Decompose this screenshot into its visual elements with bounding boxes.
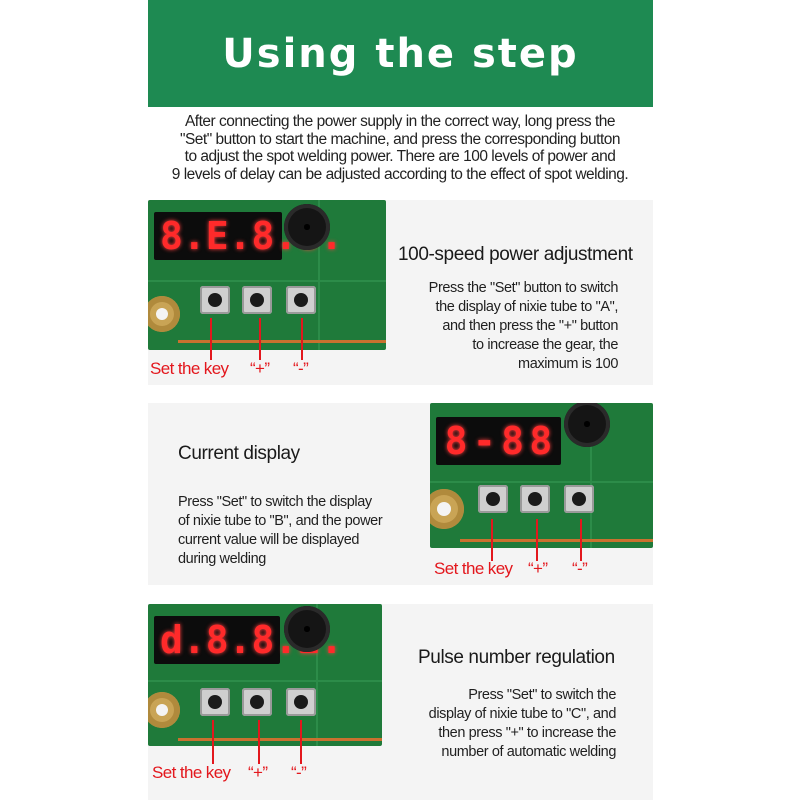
- body-line: to increase the gear, the: [472, 337, 618, 353]
- section-body: Press "Set" to switch the display of nix…: [388, 686, 617, 762]
- section-title: Pulse number regulation: [418, 647, 615, 668]
- page-title: Using the step: [222, 30, 579, 77]
- display-digit: -: [472, 419, 496, 463]
- body-line: the display of nixie tube to "A",: [435, 299, 619, 315]
- intro-line: After connecting the power supply in the…: [184, 113, 616, 130]
- solder-pad-icon: [148, 296, 180, 332]
- display-digit: 8: [529, 419, 553, 463]
- leader-line: [258, 720, 260, 764]
- minus-button-icon: [286, 286, 316, 314]
- body-line: then press "+" to increase the: [438, 725, 616, 741]
- pcb-board-image: d. 8. 8. E.: [148, 604, 382, 746]
- leader-line: [301, 318, 303, 360]
- body-line: of nixie tube to "B", and the power: [178, 513, 383, 529]
- display-digit: 8: [444, 419, 468, 463]
- leader-line: [580, 519, 582, 561]
- set-button-icon: [478, 485, 508, 513]
- set-key-label: Set the key: [434, 559, 513, 578]
- body-line: Press the "Set" button to switch: [428, 280, 619, 296]
- minus-key-label: “-”: [572, 559, 588, 578]
- leader-line: [210, 318, 212, 360]
- nixie-display: 8 - 8 8: [436, 417, 561, 465]
- plus-key-label: “+”: [528, 559, 548, 578]
- plus-key-label: “+”: [250, 359, 270, 378]
- nixie-display: d. 8. 8. E.: [154, 616, 343, 664]
- display-digit: d.: [160, 618, 206, 662]
- leader-line: [491, 519, 493, 561]
- body-line: Press "Set" to switch the display: [178, 494, 372, 510]
- section-current-display: Current display Press "Set" to switch th…: [148, 403, 653, 585]
- section-pulse-number: d. 8. 8. E. Set the key “+” “-” Pulse nu…: [148, 604, 653, 800]
- intro-line: "Set" button to start the machine, and p…: [179, 130, 621, 148]
- solder-pad-icon: [148, 692, 180, 728]
- buzzer-icon: [284, 204, 330, 250]
- body-line: current value will be displayed: [178, 532, 360, 548]
- display-digit: 8: [501, 419, 525, 463]
- display-digit: E.: [205, 214, 252, 258]
- section-title: 100-speed power adjustment: [398, 244, 633, 265]
- header-banner: Using the step: [148, 0, 653, 107]
- body-line: number of automatic welding: [441, 744, 616, 760]
- copper-wire: [178, 340, 386, 343]
- leader-line: [300, 720, 302, 764]
- display-digit: 8.: [205, 618, 252, 662]
- body-line: during welding: [178, 551, 266, 567]
- set-button-icon: [200, 286, 230, 314]
- display-digit: 8.: [160, 214, 206, 258]
- leader-line: [536, 519, 538, 561]
- plus-button-icon: [242, 286, 272, 314]
- body-line: Press "Set" to switch the: [468, 687, 616, 703]
- body-line: and then press the "+" button: [442, 318, 618, 334]
- section-body: Press the "Set" button to switch the dis…: [388, 279, 619, 374]
- section-body: Press "Set" to switch the display of nix…: [178, 493, 418, 569]
- set-key-label: Set the key: [150, 359, 229, 378]
- section-title: Current display: [178, 443, 300, 464]
- intro-line: 9 levels of delay can be adjusted accord…: [171, 165, 629, 183]
- buzzer-icon: [564, 403, 610, 447]
- buzzer-icon: [284, 606, 330, 652]
- set-key-label: Set the key: [152, 763, 231, 782]
- leader-line: [259, 318, 261, 360]
- minus-key-label: “-”: [291, 763, 307, 782]
- set-button-icon: [200, 688, 230, 716]
- solder-pad-icon: [430, 489, 464, 529]
- pcb-board-image: 8. E. 8. 8.: [148, 200, 386, 350]
- intro-text: After connecting the power supply in the…: [155, 113, 645, 183]
- leader-line: [212, 720, 214, 764]
- minus-button-icon: [564, 485, 594, 513]
- copper-wire: [460, 539, 653, 542]
- pcb-board-image: 8 - 8 8: [430, 403, 653, 548]
- body-line: maximum is 100: [518, 356, 618, 372]
- nixie-display: 8. E. 8. 8.: [154, 212, 343, 260]
- minus-button-icon: [286, 688, 316, 716]
- plus-button-icon: [242, 688, 272, 716]
- body-line: display of nixie tube to "C", and: [428, 706, 617, 722]
- copper-wire: [178, 738, 382, 741]
- plus-button-icon: [520, 485, 550, 513]
- plus-key-label: “+”: [248, 763, 268, 782]
- intro-line: to adjust the spot welding power. There …: [184, 148, 616, 165]
- minus-key-label: “-”: [293, 359, 309, 378]
- section-power-adjustment: 8. E. 8. 8. Set the key “+” “-” 100-spee…: [148, 200, 653, 385]
